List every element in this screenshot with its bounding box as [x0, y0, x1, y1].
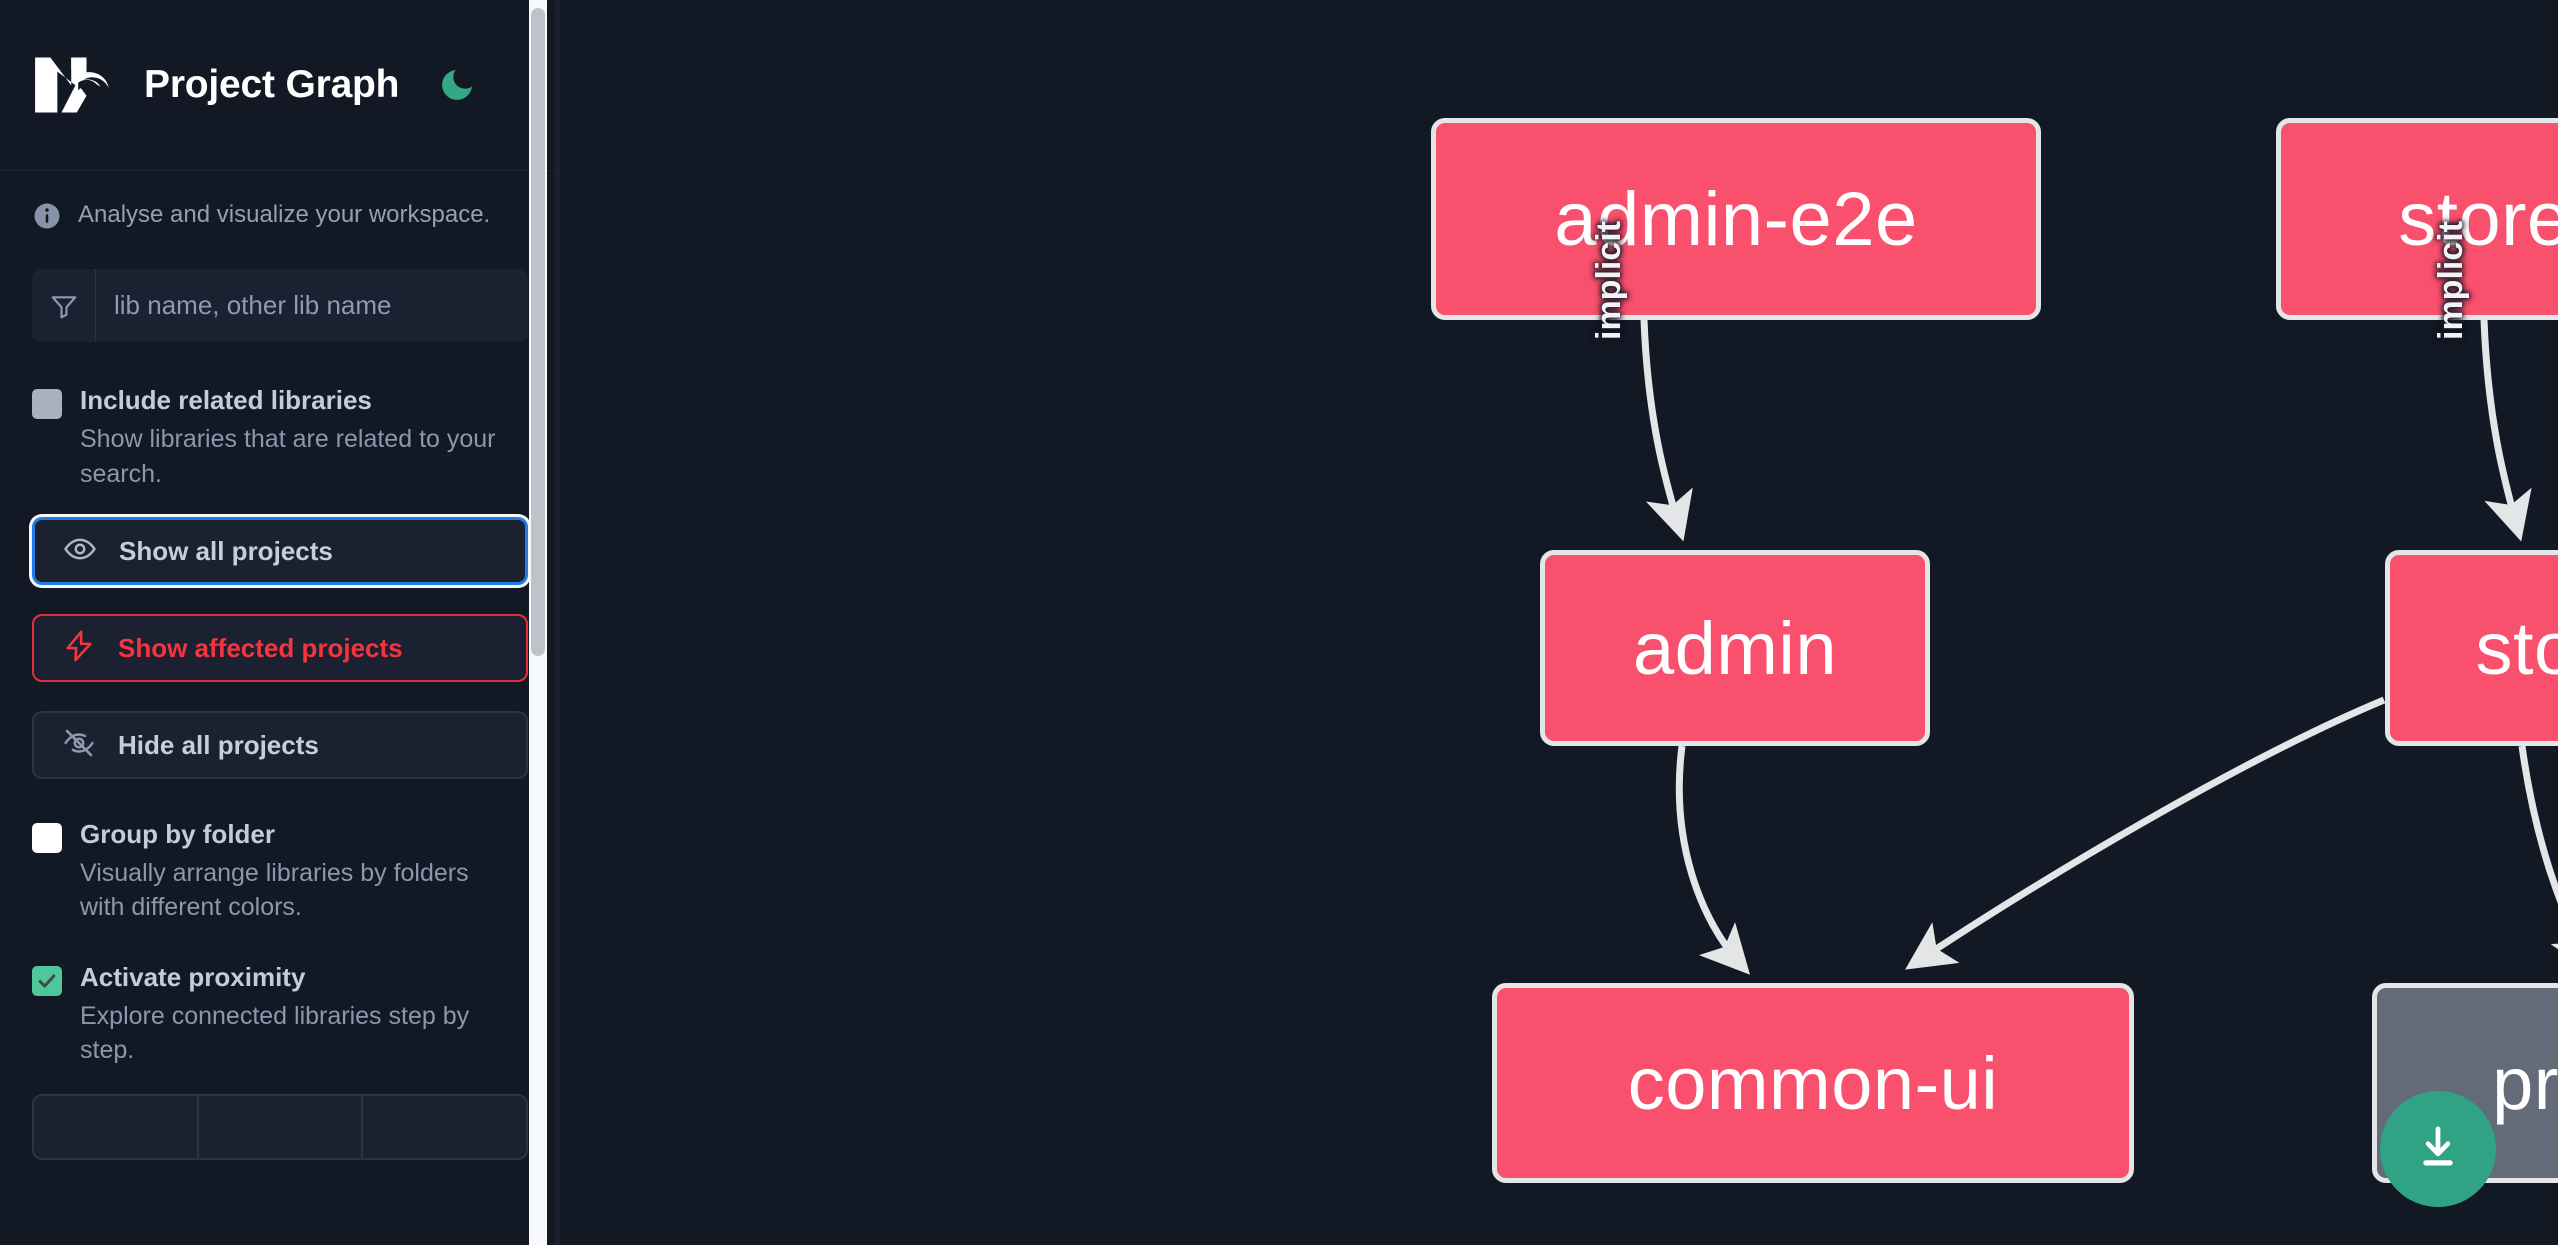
checkbox-group-by-folder[interactable]: Group by folder Visually arrange librari… — [32, 808, 528, 925]
checkbox-activate-proximity[interactable]: Activate proximity Explore connected lib… — [32, 951, 528, 1068]
graph-node-store-e2e[interactable]: store-e2e — [2276, 118, 2558, 320]
project-graph-canvas[interactable]: admin-e2e store-e2e admin store common-u… — [560, 0, 2558, 1245]
checkbox-include-related-libraries[interactable]: Include related libraries Show libraries… — [32, 374, 528, 491]
checkbox-box[interactable] — [32, 965, 62, 996]
hide-all-projects-button[interactable]: Hide all projects — [32, 711, 528, 780]
node-label: products — [2492, 1041, 2558, 1125]
workspace-note-text: Analyse and visualize your workspace. — [78, 201, 491, 228]
check-icon — [38, 974, 56, 988]
edge-store-to-products — [2518, 745, 2558, 976]
show-all-projects-button[interactable]: Show all projects — [32, 517, 528, 586]
button-label: Hide all projects — [118, 729, 319, 760]
workspace-note: Analyse and visualize your workspace. — [0, 171, 560, 253]
checkbox-description: Explore connected libraries step by step… — [80, 1001, 470, 1065]
download-image-button[interactable] — [2380, 1091, 2496, 1207]
moon-icon[interactable] — [435, 63, 479, 107]
sidebar-divider — [555, 0, 560, 1245]
nx-logo-icon — [32, 52, 116, 118]
edge-label-implicit-store: implicit — [2432, 220, 2470, 340]
sidebar: Project Graph Analyse and visualize your… — [0, 0, 560, 1245]
sidebar-scrollbar-thumb[interactable] — [531, 8, 545, 656]
node-label: store-e2e — [2398, 176, 2558, 262]
proximity-step-value[interactable] — [199, 1095, 364, 1158]
edge-label-implicit-admin: implicit — [1590, 220, 1628, 340]
lightning-icon — [62, 629, 96, 668]
graph-edges — [1640, 319, 2558, 976]
eye-icon — [63, 532, 97, 571]
download-icon — [2411, 1121, 2465, 1178]
checkbox-label: Include related libraries — [80, 385, 372, 416]
edge-admin-to-common-ui — [1675, 745, 1751, 975]
checkbox-box[interactable] — [32, 389, 62, 420]
node-label: common-ui — [1627, 1041, 1999, 1125]
node-label: admin-e2e — [1554, 176, 1918, 262]
sidebar-body: Include related libraries Show libraries… — [0, 253, 560, 1160]
graph-node-store[interactable]: store — [2385, 550, 2558, 746]
checkbox-description: Show libraries that are related to your … — [80, 425, 496, 488]
page-title: Project Graph — [144, 63, 400, 106]
search-input[interactable] — [96, 269, 528, 343]
proximity-step-decrease[interactable] — [34, 1095, 199, 1158]
node-label: store — [2475, 606, 2558, 690]
button-label: Show all projects — [119, 535, 333, 566]
button-label: Show affected projects — [118, 632, 403, 663]
graph-node-admin[interactable]: admin — [1540, 550, 1930, 746]
checkbox-label: Activate proximity — [80, 961, 306, 992]
funnel-icon — [32, 269, 96, 343]
edge-admin-e2e-to-admin — [1640, 319, 1693, 542]
sidebar-header: Project Graph — [0, 0, 560, 171]
graph-node-common-ui[interactable]: common-ui — [1492, 983, 2134, 1183]
filter-field[interactable] — [32, 269, 528, 343]
proximity-stepper-group[interactable] — [32, 1093, 528, 1160]
show-affected-projects-button[interactable]: Show affected projects — [32, 614, 528, 683]
edge-store-e2e-to-store — [2480, 319, 2532, 542]
info-icon — [32, 201, 62, 231]
eye-off-icon — [62, 726, 96, 765]
sidebar-scrollbar[interactable] — [529, 0, 547, 1245]
checkbox-box[interactable] — [32, 823, 62, 854]
checkbox-label: Group by folder — [80, 819, 275, 850]
checkbox-description: Visually arrange libraries by folders wi… — [80, 858, 469, 922]
graph-node-admin-e2e[interactable]: admin-e2e — [1431, 118, 2041, 320]
proximity-step-increase[interactable] — [363, 1096, 526, 1158]
node-label: admin — [1632, 606, 1838, 690]
edge-store-to-common-ui — [1905, 696, 2386, 970]
